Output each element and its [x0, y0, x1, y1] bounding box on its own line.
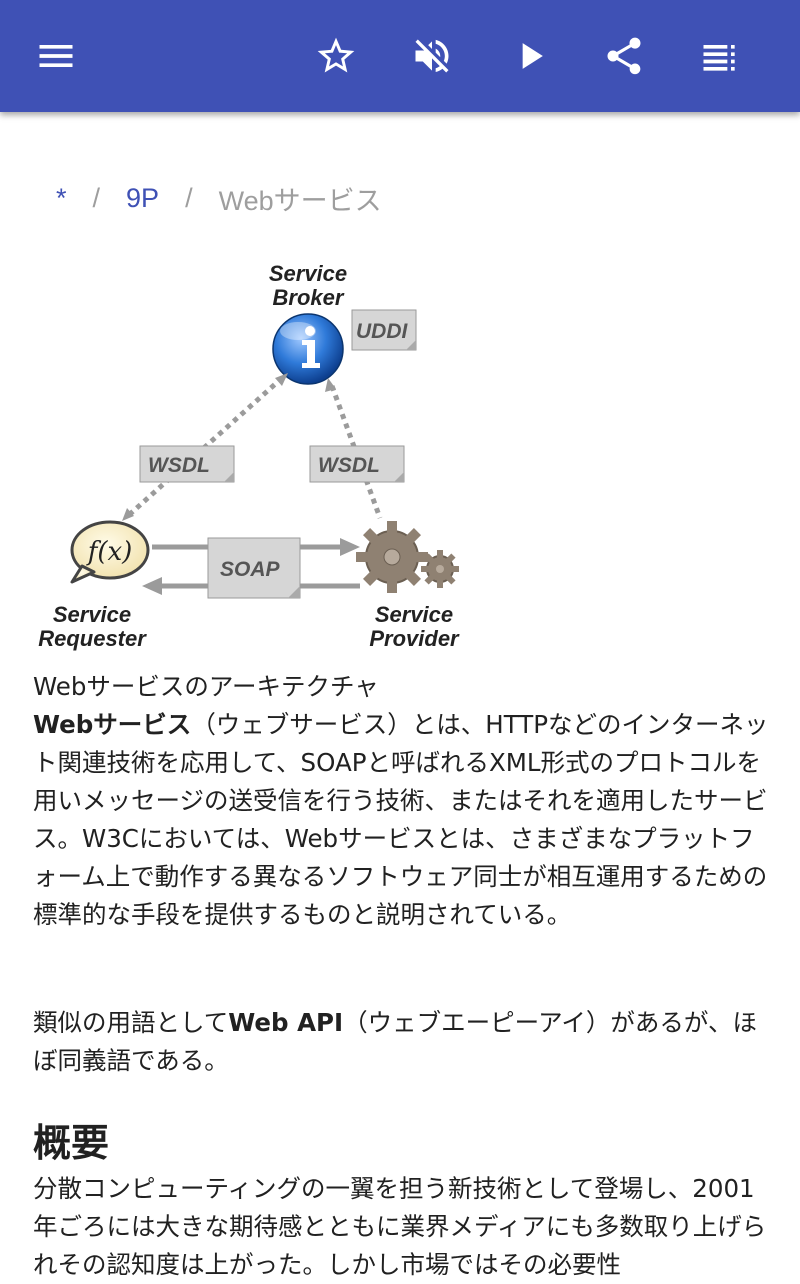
provider-label-line1: Service — [375, 602, 453, 627]
volume-off-icon — [415, 39, 449, 73]
playlist-button[interactable] — [688, 24, 752, 88]
star-outline-icon — [317, 37, 355, 73]
uddi-tag-text: UDDI — [356, 320, 408, 343]
paragraph-intro: Webサービス（ウェブサービス）とは、HTTPなどのインターネット関連技術を応用… — [33, 706, 773, 934]
figure-caption: Webサービスのアーキテクチャ — [33, 672, 379, 701]
app-toolbar — [0, 0, 800, 112]
wsdl-left-tag: WSDL — [139, 445, 235, 483]
breadcrumb-parent-link[interactable]: 9P — [126, 182, 160, 213]
requester-label-line1: Service — [53, 602, 131, 627]
wsdl-left-text: WSDL — [148, 454, 210, 477]
paragraph-overview: 分散コンピューティングの一翼を担う新技術として登場し、2001年ごろには大きな期… — [33, 1174, 767, 1279]
provider-label-line2: Provider — [369, 626, 460, 651]
paragraph-related-prefix: 類似の用語として — [33, 1008, 229, 1037]
function-bubble-icon: f(x) — [70, 520, 150, 584]
term-bold: Webサービス — [33, 710, 192, 739]
broker-label-line1: Service — [269, 261, 347, 286]
requester-label-line2: Requester — [38, 626, 147, 651]
breadcrumb: * / 9P / Webサービス — [56, 178, 382, 218]
wsdl-right-tag: WSDL — [309, 445, 405, 483]
play-button[interactable] — [498, 24, 562, 88]
breadcrumb-separator: / — [185, 182, 193, 213]
playlist-icon — [703, 45, 735, 71]
architecture-figure[interactable]: Service Broker UDDI WSDL — [30, 256, 470, 656]
gears-icon — [356, 521, 459, 593]
share-button[interactable] — [592, 24, 656, 88]
info-sphere-icon — [272, 313, 344, 385]
wsdl-right-text: WSDL — [318, 454, 380, 477]
web-api-term: Web API — [228, 1008, 344, 1037]
breadcrumb-current: Webサービス — [218, 185, 382, 216]
play-icon — [522, 43, 543, 69]
uddi-tag: UDDI — [351, 309, 417, 351]
soap-text: SOAP — [220, 558, 281, 581]
mute-button[interactable] — [400, 24, 464, 88]
menu-button[interactable] — [24, 24, 88, 88]
favorite-button[interactable] — [304, 24, 368, 88]
share-icon — [607, 37, 641, 75]
paragraph-related-term: 類似の用語としてWeb API（ウェブエーピーアイ）があるが、ほぼ同義語である。 — [33, 1004, 773, 1080]
soap-tag: SOAP — [207, 537, 301, 599]
breadcrumb-separator: / — [92, 182, 101, 213]
paragraph-intro-text: （ウェブサービス）とは、HTTPなどのインターネット関連技術を応用して、SOAP… — [33, 710, 769, 929]
breadcrumb-home-link[interactable]: * — [56, 182, 67, 213]
broker-label-line2: Broker — [273, 285, 345, 310]
paragraph-related-text: （ウェブエーピーアイ）があるが、ほぼ同義語である。 — [33, 1008, 757, 1075]
menu-icon — [39, 45, 73, 67]
function-bubble-text: f(x) — [86, 537, 133, 567]
section-heading-overview: 概要 — [33, 1121, 110, 1165]
